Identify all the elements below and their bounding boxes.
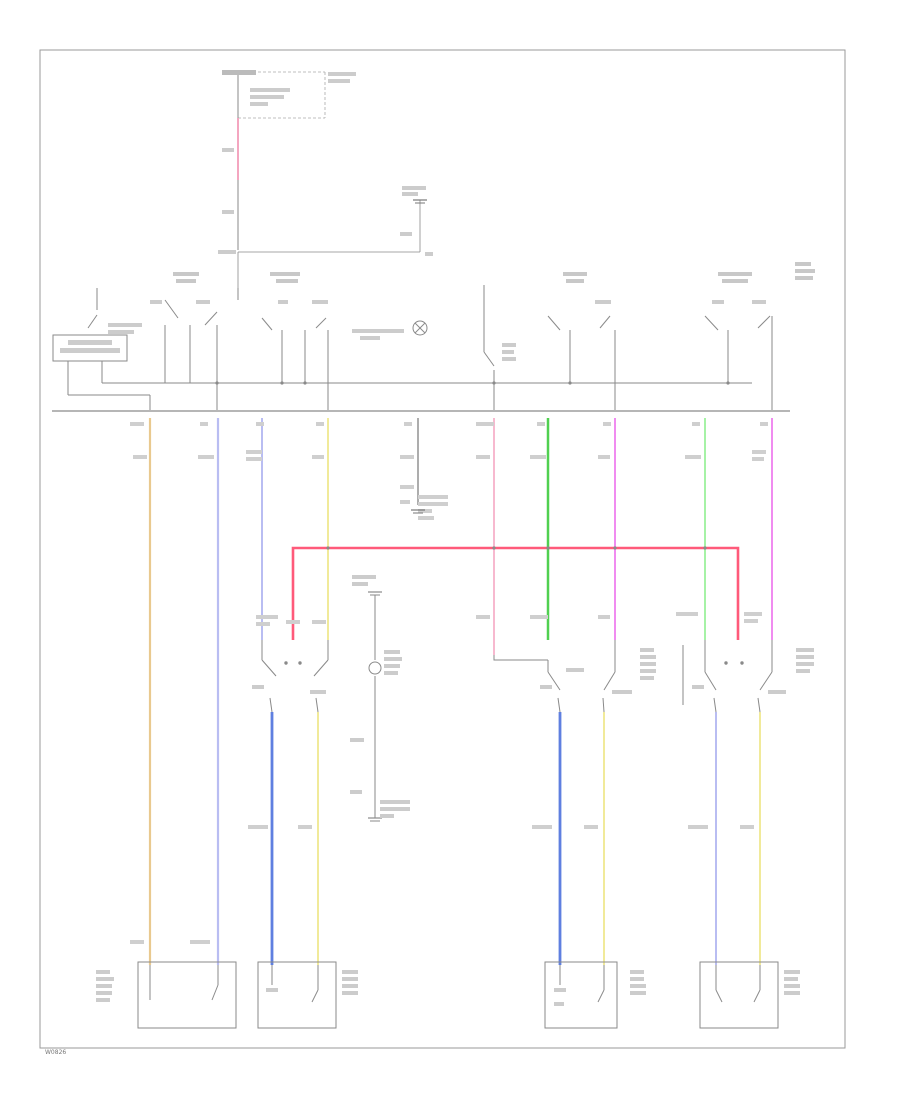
ground-symbol-upper [411, 509, 425, 514]
right-front-window-switch [252, 640, 329, 713]
left-rear-window-motor [544, 961, 646, 1029]
door-lamp-circuit [350, 575, 410, 822]
right-rear-window-switch [692, 640, 814, 713]
master-switch-module [52, 285, 773, 410]
wire-red-power [291, 546, 740, 640]
diagram-id-code: W0826 [45, 1049, 66, 1056]
splice-dots [215, 381, 730, 550]
wire-code-marks [130, 422, 768, 944]
left-front-window-motor [96, 961, 237, 1029]
right-front-window-motor [257, 961, 358, 1029]
component-header-labels [173, 262, 815, 283]
left-rear-window-switch [540, 640, 684, 713]
right-rear-window-motor [699, 961, 800, 1029]
power-feed [218, 70, 433, 288]
wiring-harness [148, 418, 773, 965]
diagram-frame [39, 49, 846, 1049]
